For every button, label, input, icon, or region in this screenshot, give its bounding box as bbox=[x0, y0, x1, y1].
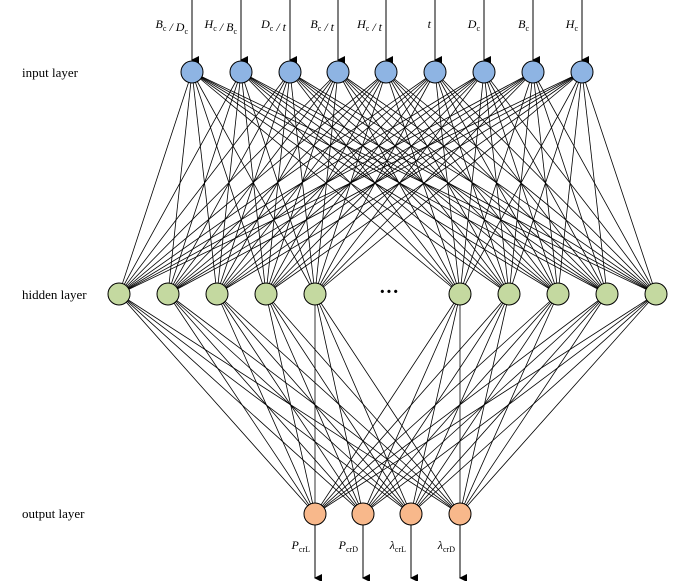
edge-input-8-hidden-4 bbox=[314, 71, 583, 295]
edge-hidden-1-output-0 bbox=[167, 293, 316, 515]
edge-input-2-hidden-3 bbox=[265, 71, 291, 295]
edge-hidden-0-output-1 bbox=[118, 293, 364, 515]
edge-input-8-hidden-5 bbox=[459, 71, 583, 295]
edge-hidden-1-output-2 bbox=[167, 293, 412, 515]
edge-hidden-3-output-1 bbox=[265, 293, 364, 515]
edge-hidden-3-output-2 bbox=[265, 293, 412, 515]
edge-input-4-hidden-0 bbox=[118, 71, 387, 295]
hidden-layer-label: hidden layer bbox=[22, 287, 87, 302]
edge-input-8-hidden-2 bbox=[216, 71, 583, 295]
hidden-node-3 bbox=[254, 282, 278, 306]
edge-input-5-hidden-0 bbox=[118, 71, 436, 295]
output-node-3 bbox=[448, 502, 472, 526]
edge-hidden-9-output-1 bbox=[362, 293, 657, 515]
hidden-ellipsis: ··· bbox=[379, 281, 399, 303]
edge-input-6-hidden-5 bbox=[459, 71, 485, 295]
edge-input-8-hidden-9 bbox=[581, 71, 657, 295]
hidden-node-2 bbox=[205, 282, 229, 306]
input-label-1: Hc / Bc bbox=[204, 17, 238, 36]
edge-input-6-hidden-0 bbox=[118, 71, 485, 295]
edge-input-8-hidden-8 bbox=[581, 71, 608, 295]
output-label-1: PcrD bbox=[338, 538, 359, 554]
output-node-2 bbox=[399, 502, 423, 526]
edge-hidden-9-output-2 bbox=[410, 293, 657, 515]
hidden-node-0 bbox=[107, 282, 131, 306]
input-node-6 bbox=[472, 60, 496, 84]
input-label-7: Bc bbox=[518, 17, 529, 33]
input-node-1 bbox=[229, 60, 253, 84]
hidden-node-7 bbox=[546, 282, 570, 306]
hidden-node-1 bbox=[156, 282, 180, 306]
io-arrows bbox=[191, 0, 589, 581]
input-label-6: Dc bbox=[467, 17, 481, 33]
output-label-2: λcrL bbox=[389, 538, 406, 554]
nodes bbox=[107, 60, 668, 526]
input-label-5: t bbox=[428, 17, 432, 31]
edge-input-8-hidden-6 bbox=[508, 71, 583, 295]
output-layer-label: output layer bbox=[22, 506, 85, 521]
input-label-2: Dc / t bbox=[260, 17, 287, 34]
edge-hidden-7-output-0 bbox=[314, 293, 559, 515]
input-label-0: Bc / Dc bbox=[156, 17, 189, 36]
output-label-0: PcrL bbox=[291, 538, 311, 554]
input-label-3: Bc / t bbox=[310, 17, 334, 34]
edge-hidden-8-output-0 bbox=[314, 293, 608, 515]
edge-hidden-1-output-1 bbox=[167, 293, 364, 515]
edge-input-3-hidden-0 bbox=[118, 71, 339, 295]
hidden-node-5 bbox=[448, 282, 472, 306]
edge-input-2-hidden-0 bbox=[118, 71, 291, 295]
input-node-7 bbox=[521, 60, 545, 84]
edge-input-8-hidden-7 bbox=[557, 71, 583, 295]
edge-hidden-4-output-2 bbox=[314, 293, 412, 515]
edge-input-5-hidden-5 bbox=[434, 71, 461, 295]
edge-hidden-5-output-0 bbox=[314, 293, 461, 515]
hidden-node-4 bbox=[303, 282, 327, 306]
edge-hidden-9-output-3 bbox=[459, 293, 657, 515]
input-label-8: Hc bbox=[565, 17, 579, 33]
input-node-3 bbox=[326, 60, 350, 84]
output-label-3: λcrD bbox=[437, 538, 455, 554]
edge-input-8-hidden-0 bbox=[118, 71, 583, 295]
hidden-node-9 bbox=[644, 282, 668, 306]
edge-hidden-5-output-2 bbox=[410, 293, 461, 515]
hidden-node-6 bbox=[497, 282, 521, 306]
output-node-1 bbox=[351, 502, 375, 526]
edge-hidden-2-output-2 bbox=[216, 293, 412, 515]
input-label-4: Hc / t bbox=[356, 17, 383, 34]
edge-input-7-hidden-0 bbox=[118, 71, 534, 295]
edge-hidden-0-output-0 bbox=[118, 293, 316, 515]
variable-labels: Bc / Dc Hc / Bc Dc / t Bc / t Hc / t t Dc Bc HcP… bbox=[156, 17, 579, 554]
input-node-4 bbox=[374, 60, 398, 84]
edge-hidden-6-output-0 bbox=[314, 293, 510, 515]
connections bbox=[118, 71, 657, 515]
edge-hidden-3-output-0 bbox=[265, 293, 316, 515]
input-node-0 bbox=[180, 60, 204, 84]
edge-input-1-hidden-0 bbox=[118, 71, 242, 295]
edge-hidden-4-output-1 bbox=[314, 293, 364, 515]
input-node-2 bbox=[278, 60, 302, 84]
input-layer-label: input layer bbox=[22, 65, 79, 80]
hidden-node-8 bbox=[595, 282, 619, 306]
edge-input-8-hidden-1 bbox=[167, 71, 583, 295]
output-node-0 bbox=[303, 502, 327, 526]
input-node-5 bbox=[423, 60, 447, 84]
input-node-8 bbox=[570, 60, 594, 84]
edge-hidden-2-output-1 bbox=[216, 293, 364, 515]
edge-input-0-hidden-0 bbox=[118, 71, 193, 295]
edge-hidden-2-output-0 bbox=[216, 293, 316, 515]
edge-input-8-hidden-3 bbox=[265, 71, 583, 295]
edge-hidden-9-output-0 bbox=[314, 293, 657, 515]
